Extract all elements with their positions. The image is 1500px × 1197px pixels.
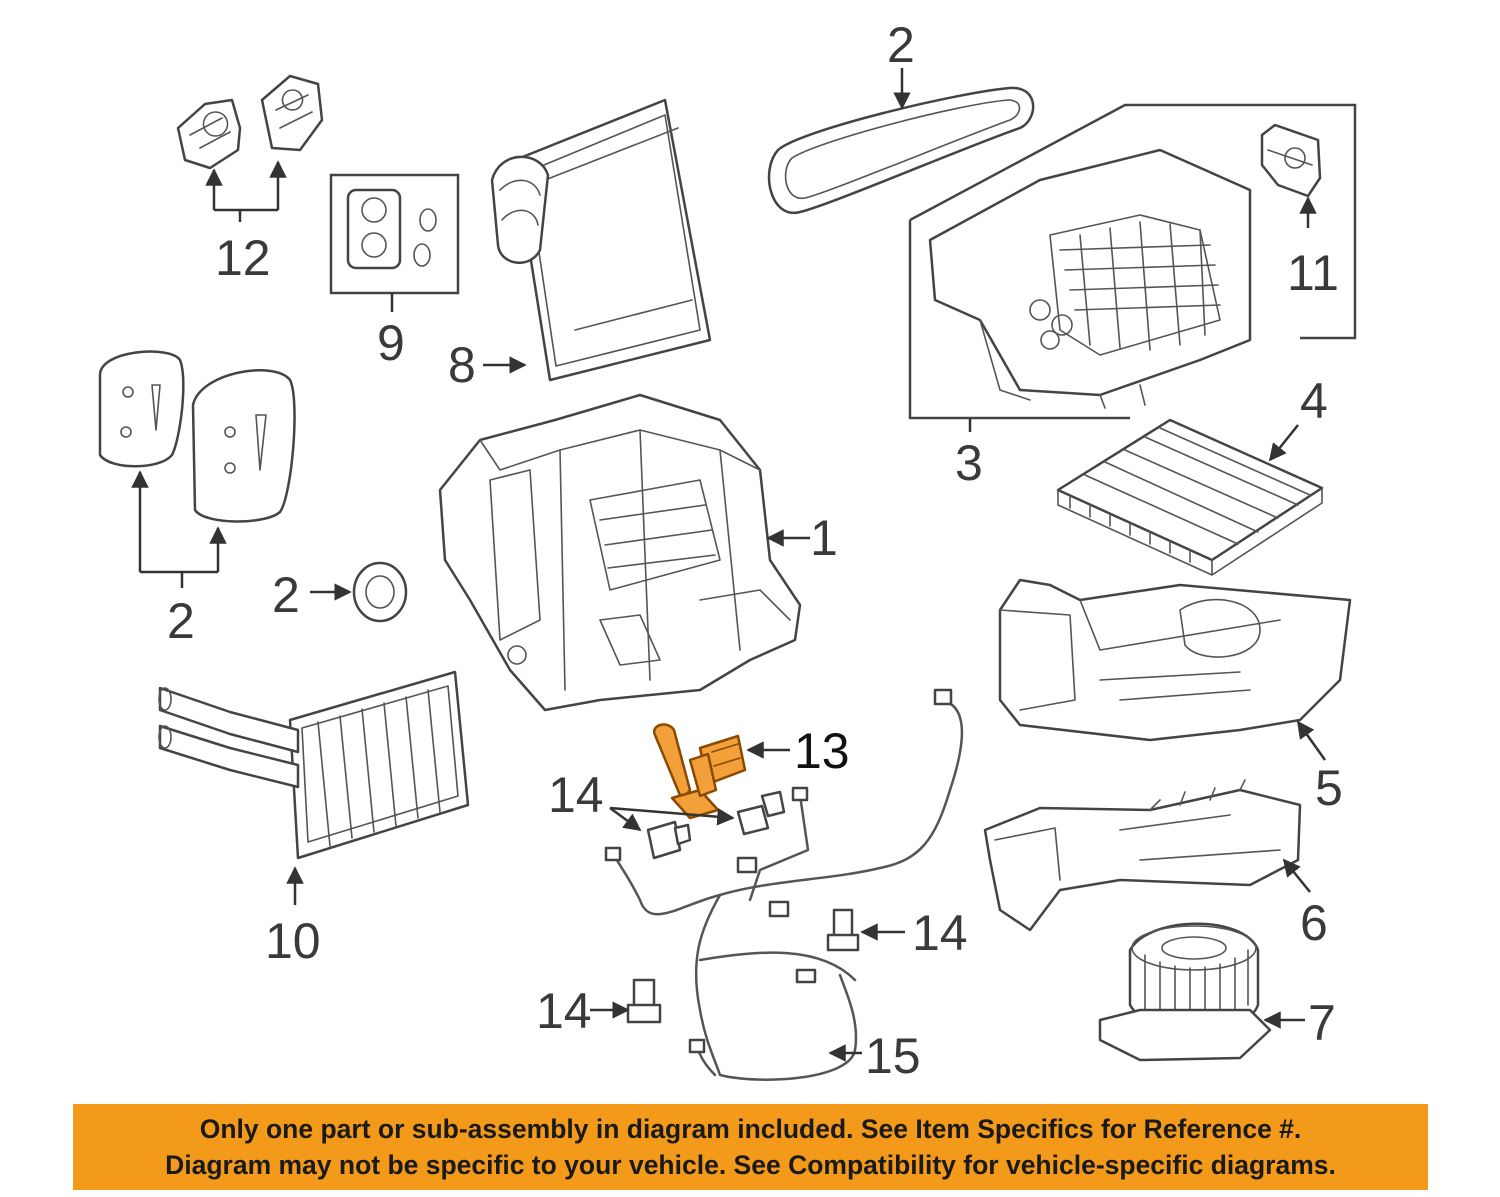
callout-15: 15 (865, 1028, 921, 1084)
leader-2-left (131, 470, 227, 588)
callout-2-left: 2 (167, 593, 195, 649)
sensor-part-14-d (626, 978, 662, 1024)
callout-8: 8 (448, 337, 476, 393)
disclaimer-line-2: Diagram may not be specific to your vehi… (165, 1150, 1336, 1180)
sensor-part-14-b (736, 790, 786, 836)
sensor-part-14-c (826, 908, 860, 952)
leader-4 (1268, 424, 1299, 462)
part-3-box (908, 103, 1357, 420)
callout-10: 10 (265, 913, 321, 969)
leader-6 (1282, 858, 1311, 893)
parts-diagram: 12 9 8 2 3 11 (98, 17, 1357, 1084)
callout-14-b: 14 (912, 905, 968, 961)
callout-5: 5 (1315, 760, 1343, 816)
callout-2-seal: 2 (887, 17, 915, 73)
grommet-part-2 (352, 561, 408, 623)
callout-1: 1 (810, 510, 838, 566)
wiring-harness-part-15 (604, 688, 964, 1081)
callout-3: 3 (955, 435, 983, 491)
leader-12 (205, 160, 287, 222)
callout-4: 4 (1300, 373, 1328, 429)
expansion-valve-part-9 (346, 188, 437, 270)
callout-2-grommet: 2 (272, 567, 300, 623)
blower-upper-case-part-3 (928, 148, 1252, 409)
callout-14-c: 14 (536, 983, 592, 1039)
blower-lower-case-part-5 (998, 578, 1352, 742)
hvac-case-part-1 (438, 393, 802, 712)
blower-motor-part-7 (1098, 922, 1272, 1062)
disclaimer-line-1: Only one part or sub-assembly in diagram… (199, 1114, 1302, 1144)
callout-14-a: 14 (548, 767, 604, 823)
disclaimer-banner: Only one part or sub-assembly in diagram… (73, 1104, 1428, 1190)
leader-14 (590, 806, 905, 1019)
seal-part-2-left-a (98, 350, 185, 468)
expansion-valve-box (329, 173, 460, 295)
sensor-part-14-a (646, 820, 692, 860)
callout-9: 9 (377, 315, 405, 371)
actuator-part-12 (176, 74, 324, 170)
leader-5 (1296, 720, 1327, 761)
callout-12: 12 (215, 230, 271, 286)
actuator-part-11 (1260, 123, 1322, 198)
seal-part-2-left-b (191, 369, 296, 523)
callout-6: 6 (1300, 895, 1328, 951)
heater-core-part-10 (158, 670, 470, 860)
cabin-filter-part-4 (1056, 418, 1324, 576)
sensor-part-13-highlighted (652, 723, 747, 820)
callout-13: 13 (794, 723, 850, 779)
blower-housing-part-6 (983, 779, 1302, 932)
callout-7: 7 (1308, 995, 1336, 1051)
callout-11: 11 (1287, 245, 1339, 301)
evaporator-core-part-8 (490, 98, 712, 382)
